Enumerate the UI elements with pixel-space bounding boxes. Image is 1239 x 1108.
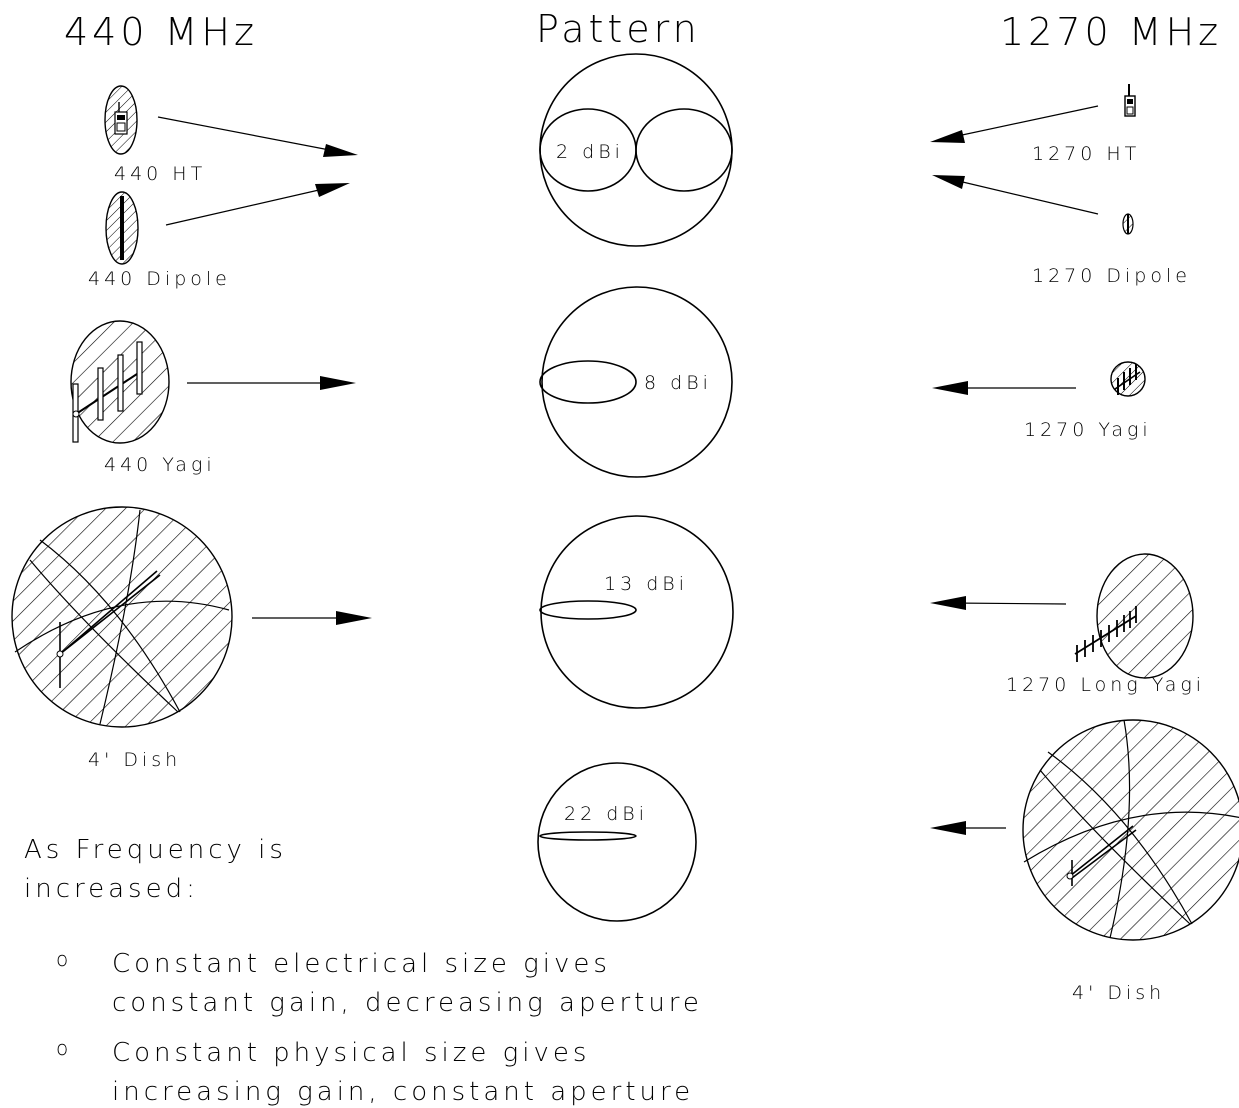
440-dish-icon [11, 506, 233, 728]
1270-dipole-icon [1122, 213, 1134, 235]
label-1270-yagi: 1270 Yagi [1024, 419, 1152, 441]
gain-label-13dbi: 13 dBi [604, 573, 688, 595]
note-point2-line2: increasing gain, constant aperture [112, 1077, 694, 1107]
gain-label-8dbi: 8 dBi [644, 372, 712, 394]
gain-label-2dbi: 2 dBi [556, 141, 624, 163]
arrow-440-dipole [165, 183, 350, 226]
arrow-1270-yagi [932, 381, 1076, 395]
label-1270-dipole: 1270 Dipole [1032, 265, 1191, 287]
1270-yagi-icon [1110, 361, 1146, 397]
1270-dish-icon [1022, 719, 1239, 941]
arrow-1270-dipole [932, 175, 1099, 215]
label-440-dish: 4' Dish [88, 749, 181, 771]
440-ht-icon [104, 85, 138, 155]
pattern-22dbi-circle [537, 762, 697, 922]
label-1270-long-yagi: 1270 Long Yagi [1006, 674, 1205, 696]
note-bullet-2: o [56, 1036, 72, 1060]
note-intro-line2: increased: [24, 874, 199, 904]
note-point1-line2: constant gain, decreasing aperture [112, 988, 703, 1018]
1270-long-yagi-icon [1074, 553, 1194, 679]
440-yagi-icon [70, 320, 170, 444]
440-dipole-icon [105, 191, 139, 265]
arrow-1270-long-yagi [930, 596, 1067, 610]
label-440-dipole: 440 Dipole [88, 268, 231, 290]
pattern-13dbi-circle [539, 515, 734, 709]
label-1270-ht: 1270 HT [1032, 143, 1140, 165]
note-intro-line1: As Frequency is [24, 835, 287, 865]
note-bullet-1: o [56, 947, 72, 971]
note-point1-line1: Constant electrical size gives [112, 949, 611, 979]
arrow-440-ht [157, 116, 358, 157]
arrow-440-yagi [187, 376, 356, 390]
note-point2-line1: Constant physical size gives [112, 1038, 590, 1068]
label-1270-dish: 4' Dish [1072, 982, 1165, 1004]
header-1270mhz: 1270 MHz [1000, 10, 1222, 54]
header-pattern: Pattern [536, 7, 701, 51]
gain-label-22dbi: 22 dBi [564, 803, 648, 825]
1270-ht-icon [1124, 84, 1136, 117]
label-440-ht: 440 HT [114, 163, 206, 185]
label-440-yagi: 440 Yagi [104, 454, 216, 476]
arrow-1270-ht [930, 105, 1099, 143]
pattern-yagi-circle [539, 286, 733, 478]
pattern-dipole-circle [539, 53, 733, 247]
arrow-1270-dish [930, 821, 1006, 835]
header-440mhz: 440 MHz [64, 10, 258, 54]
arrow-440-dish [252, 611, 372, 625]
